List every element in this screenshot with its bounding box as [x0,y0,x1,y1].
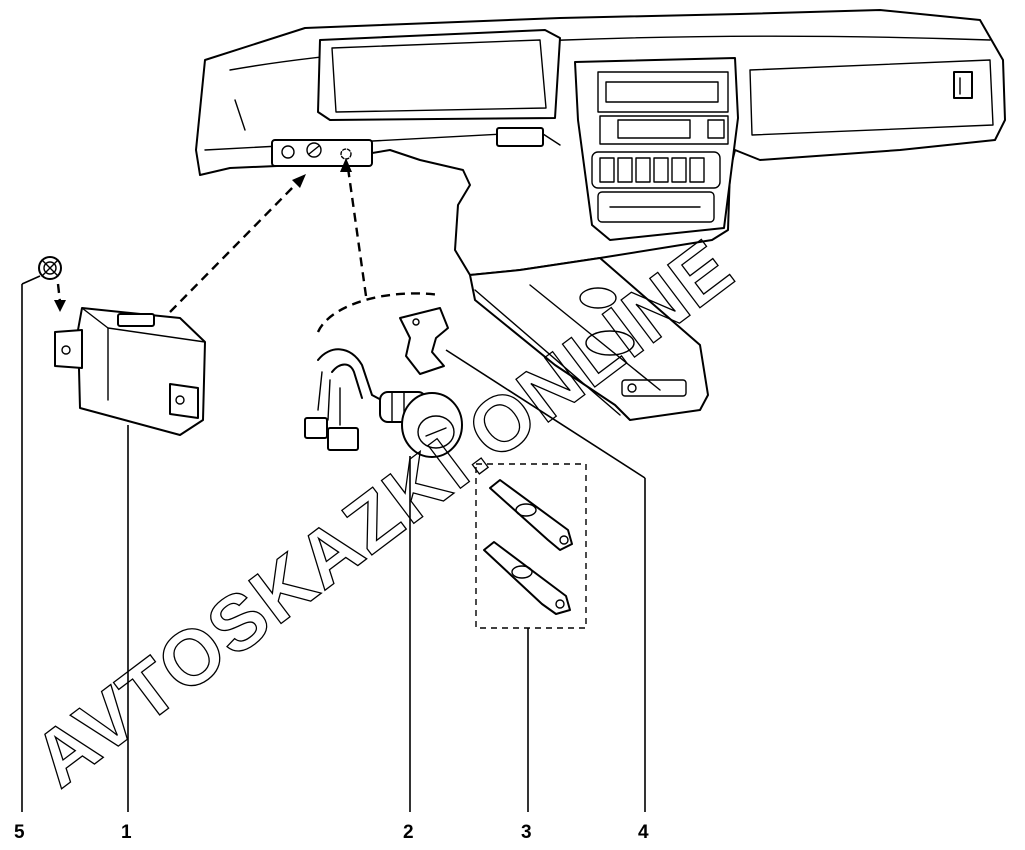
vent-grille [591,151,721,189]
watermark: AVTOSKAZKI.ONLINE [17,222,749,804]
ignition-cylinder-part-2 [304,348,463,458]
assembly-arrows [54,158,441,333]
callout-1: 1 [121,822,132,843]
control-unit-part-1 [54,307,206,436]
callout-5: 5 [14,822,25,843]
key-upper [489,479,573,551]
callout-2: 2 [403,822,414,843]
callout-4: 4 [638,822,649,843]
key-lower [483,541,571,615]
nut-part-5 [38,256,62,280]
keys-part-3 [475,463,587,629]
dashboard-illustration [195,9,1006,421]
leader-lines [21,275,646,812]
callout-3: 3 [521,822,532,843]
retaining-clip-part-4 [399,307,449,375]
